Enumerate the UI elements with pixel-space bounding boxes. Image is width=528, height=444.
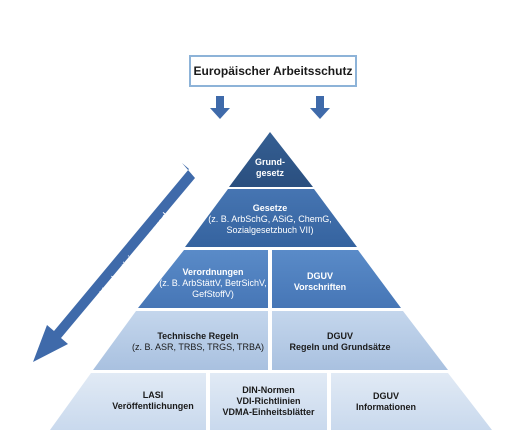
dguv-informationen-text: DGUV Informationen — [338, 391, 434, 413]
technische-regeln-title: Technische Regeln — [157, 331, 239, 341]
din-normen-title: DIN-Normen VDI-Richtlinien VDMA-Einheits… — [222, 385, 315, 417]
gesetze-title: Gesetze — [252, 203, 288, 213]
verordnungen-title: Verordnungen — [182, 267, 244, 277]
tier-grundgesetz — [229, 132, 313, 187]
tier-dguv-vorschriften — [272, 250, 401, 308]
dguv-vorschriften-text: DGUV Vorschriften — [275, 271, 365, 293]
grundgesetz-text: Grund- gesetz — [240, 157, 300, 179]
lasi-text: LASI Veröffentlichungen — [100, 390, 206, 412]
verordnungen-subtitle: (z. B. ArbStättV, BetrSichV, GefStoffV) — [159, 278, 267, 299]
tier-verordnungen — [138, 250, 268, 308]
tier-din-normen — [210, 373, 327, 430]
dguv-informationen-title: DGUV Informationen — [356, 391, 416, 412]
grundgesetz-title: Grund- gesetz — [255, 157, 285, 178]
lasi-title: LASI Veröffentlichungen — [112, 390, 194, 411]
dguv-regeln-title: DGUV Regeln und Grundsätze — [289, 331, 391, 352]
down-arrow-icon — [210, 96, 230, 119]
tier-dguv-informationen — [331, 373, 492, 430]
gesetze-subtitle: (z. B. ArbSchG, ASiG, ChemG, Sozialgeset… — [208, 214, 332, 235]
verordnungen-text: Verordnungen (z. B. ArbStättV, BetrSichV… — [158, 267, 268, 300]
tier-gesetze — [185, 189, 357, 247]
down-arrow-icon — [310, 96, 330, 119]
technische-regeln-text: Technische Regeln (z. B. ASR, TRBS, TRGS… — [128, 331, 268, 353]
europaeischer-arbeitsschutz-box: Europäischer Arbeitsschutz — [189, 55, 357, 87]
dguv-regeln-text: DGUV Regeln und Grundsätze — [280, 331, 400, 353]
gesetze-text: Gesetze (z. B. ArbSchG, ASiG, ChemG, Soz… — [190, 203, 350, 236]
europaeischer-arbeitsschutz-label: Europäischer Arbeitsschutz — [193, 64, 353, 78]
tier-lasi — [50, 373, 206, 430]
tier-dguv-regeln — [272, 311, 448, 370]
konkretisierungsgrad-arrow — [33, 163, 195, 362]
tier-technische-regeln — [93, 311, 268, 370]
dguv-vorschriften-title: DGUV Vorschriften — [293, 271, 347, 292]
technische-regeln-subtitle: (z. B. ASR, TRBS, TRGS, TRBA) — [131, 342, 265, 352]
din-normen-text: DIN-Normen VDI-Richtlinien VDMA-Einheits… — [210, 385, 327, 418]
